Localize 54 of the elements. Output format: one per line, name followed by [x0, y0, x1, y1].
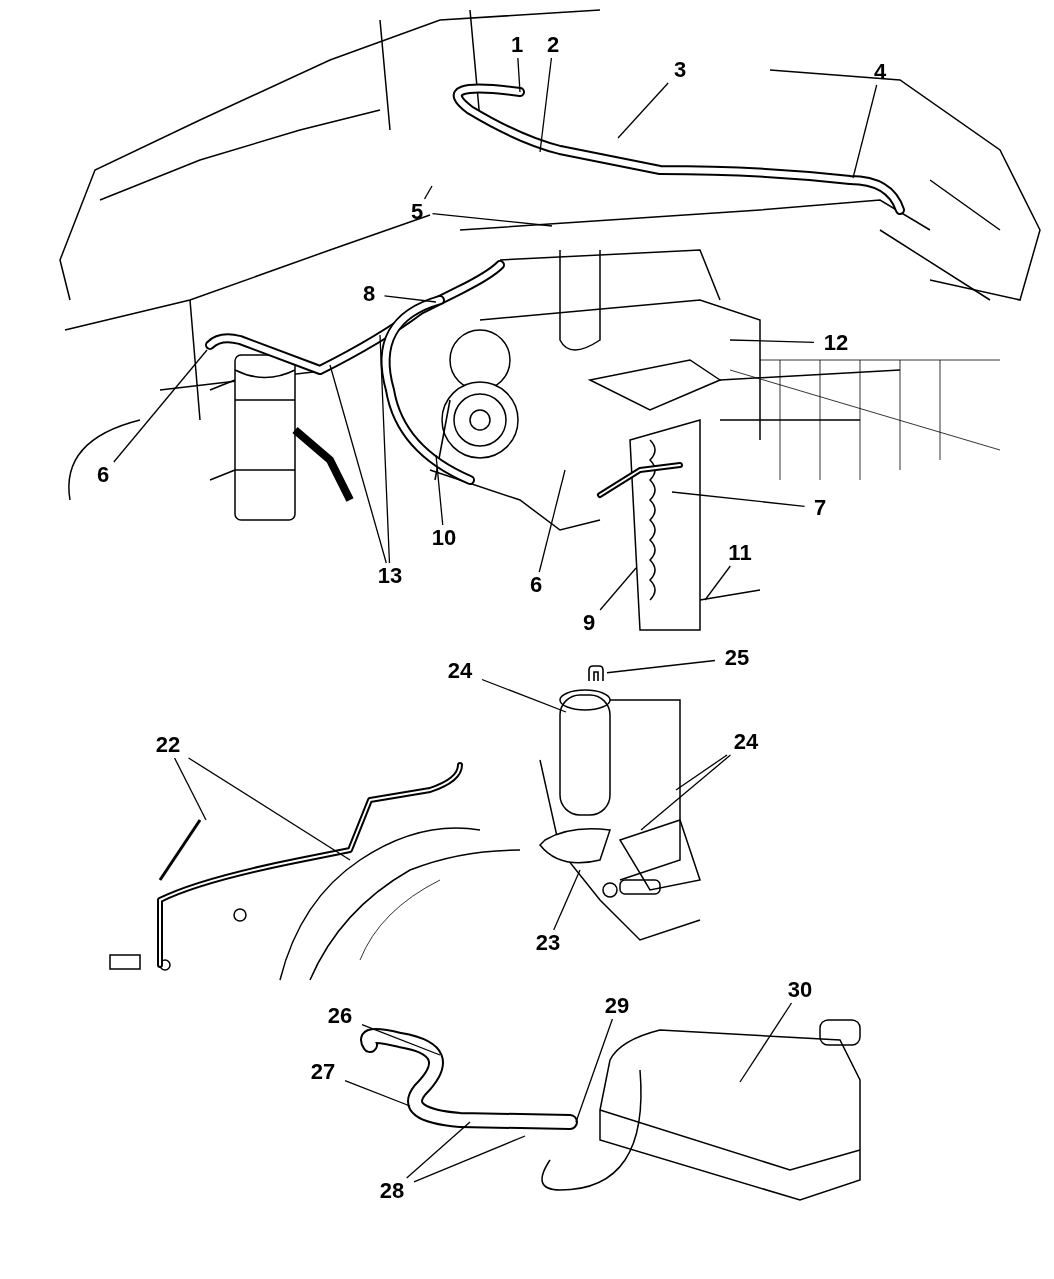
leader-line [640, 754, 732, 831]
callout-number: 27 [303, 1060, 343, 1084]
leader-line [553, 869, 581, 931]
callout-number: 22 [148, 733, 188, 757]
callout-number: 5 [403, 200, 431, 224]
leader-line [423, 185, 433, 200]
leader-line [361, 1023, 441, 1056]
leader-line [599, 567, 637, 611]
leader-line [739, 1002, 793, 1083]
leader-line [413, 1135, 526, 1183]
callout-number: 2 [539, 33, 567, 57]
leader-line [113, 349, 208, 463]
leader-line [606, 659, 716, 674]
callout-number: 1 [503, 33, 531, 57]
leader-line [344, 1079, 411, 1107]
callout-number: 11 [720, 541, 760, 565]
callout-number: 10 [424, 526, 464, 550]
callout-number: 9 [575, 611, 603, 635]
leader-line [481, 678, 567, 713]
leader-line [704, 565, 731, 601]
callout-number: 3 [666, 58, 694, 82]
leader-line [539, 57, 553, 153]
callout-number: 24 [440, 659, 480, 683]
leader-line [852, 84, 878, 179]
callout-number: 6 [89, 463, 117, 487]
leader-line [671, 491, 806, 507]
leader-line [406, 1121, 471, 1179]
leader-line [173, 757, 207, 821]
callout-number: 6 [522, 573, 550, 597]
callout-number: 23 [528, 931, 568, 955]
callout-number: 7 [806, 496, 834, 520]
callout-number: 29 [597, 994, 637, 1018]
leader-line [729, 339, 815, 344]
callout-number: 8 [355, 282, 383, 306]
callout-number: 12 [816, 331, 856, 355]
leader-line [617, 82, 669, 139]
leader-line [383, 295, 437, 303]
callout-number: 24 [726, 730, 766, 754]
callout-number: 26 [320, 1004, 360, 1028]
leader-line [379, 334, 391, 564]
leader-line [187, 757, 351, 861]
leader-line [329, 364, 387, 564]
callout-number: 4 [866, 60, 894, 84]
clip-icon [586, 664, 606, 684]
leader-line [575, 1018, 614, 1123]
callout-number: 30 [780, 978, 820, 1002]
leader-line [435, 454, 444, 526]
leader-line [538, 469, 566, 573]
leader-line [517, 57, 521, 93]
leader-line [675, 754, 728, 791]
leader-line [431, 212, 553, 227]
callout-number: 28 [372, 1179, 412, 1203]
callout-number: 13 [370, 564, 410, 588]
callout-number: 25 [717, 646, 757, 670]
